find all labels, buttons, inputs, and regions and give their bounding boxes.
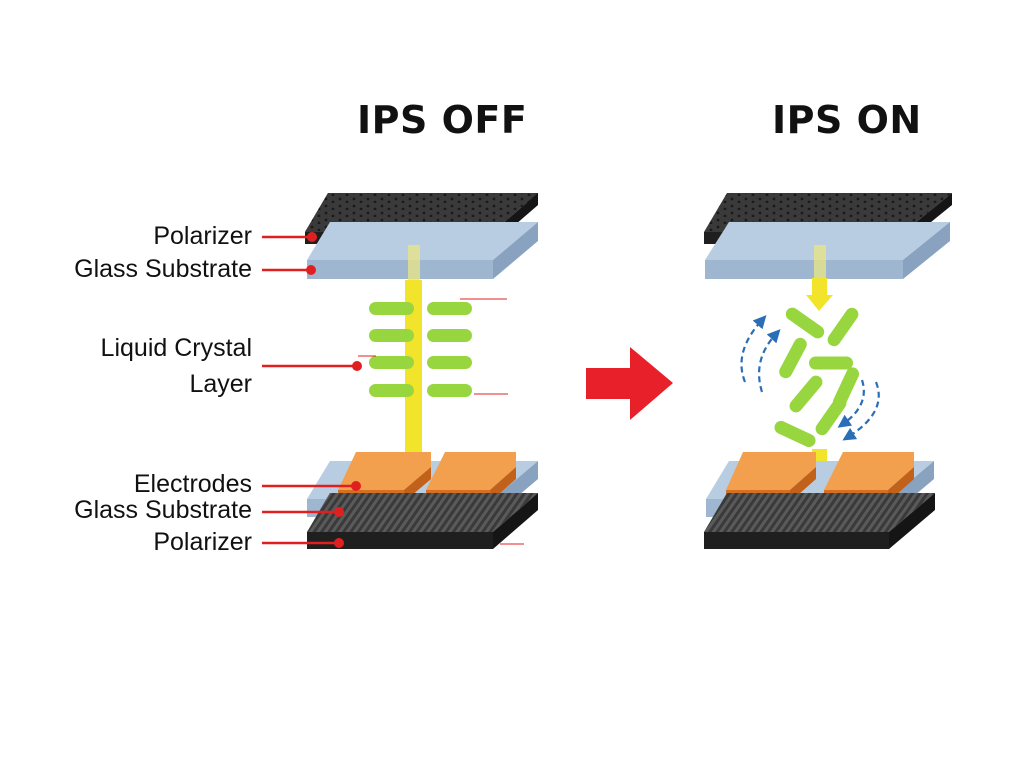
label-liquid-crystal-line2: Layer	[189, 370, 252, 398]
leader-lines	[262, 235, 524, 545]
leader-dots	[306, 232, 362, 548]
leader-dot	[307, 232, 317, 242]
rotation-arrows-icon	[740, 315, 880, 441]
leader-dot	[334, 538, 344, 548]
crystal-molecule	[427, 329, 472, 342]
label-glass-substrate-top: Glass Substrate	[74, 255, 252, 283]
liquid-crystal-layer-on	[774, 307, 860, 448]
crystal-molecule	[369, 384, 414, 397]
transition-arrow-icon	[586, 347, 673, 420]
light-beam-off	[405, 280, 422, 455]
ips-on-title: IPS ON	[772, 98, 922, 142]
crystal-molecule	[789, 375, 823, 413]
crystal-molecule	[779, 337, 807, 379]
crystal-molecule	[427, 384, 472, 397]
leader-dot	[352, 361, 362, 371]
crystal-molecule	[427, 302, 472, 315]
light-arrowhead-on	[806, 295, 833, 311]
glass-top-off	[307, 222, 538, 279]
light-beam-top-on	[814, 245, 826, 280]
crystal-molecule	[815, 396, 847, 436]
ips-off-stack	[305, 193, 538, 549]
glass-top-on	[705, 222, 950, 279]
leader-dot	[334, 507, 344, 517]
label-polarizer-bottom: Polarizer	[153, 528, 252, 556]
label-electrodes: Electrodes	[133, 470, 252, 498]
liquid-crystal-layer-off	[369, 302, 472, 397]
polarizer-bottom-on	[704, 493, 935, 549]
label-liquid-crystal-line1: Liquid Crystal	[100, 334, 252, 362]
crystal-molecule	[774, 420, 816, 448]
crystal-molecule	[369, 329, 414, 342]
leader-dot	[351, 481, 361, 491]
crystal-molecule	[427, 356, 472, 369]
ips-off-title: IPS OFF	[357, 98, 528, 142]
crystal-molecule	[809, 356, 853, 370]
crystal-molecule	[369, 356, 414, 369]
light-beam-on	[812, 278, 827, 296]
leader-dot	[306, 265, 316, 275]
label-polarizer-top: Polarizer	[153, 222, 252, 250]
crystal-molecule	[785, 307, 825, 339]
crystal-molecule	[827, 307, 859, 347]
crystal-molecule	[369, 302, 414, 315]
light-beam-top-off	[408, 245, 420, 280]
polarizer-bottom-off	[307, 493, 538, 549]
label-glass-substrate-bottom: Glass Substrate	[74, 496, 252, 524]
ips-on-stack	[704, 193, 952, 549]
